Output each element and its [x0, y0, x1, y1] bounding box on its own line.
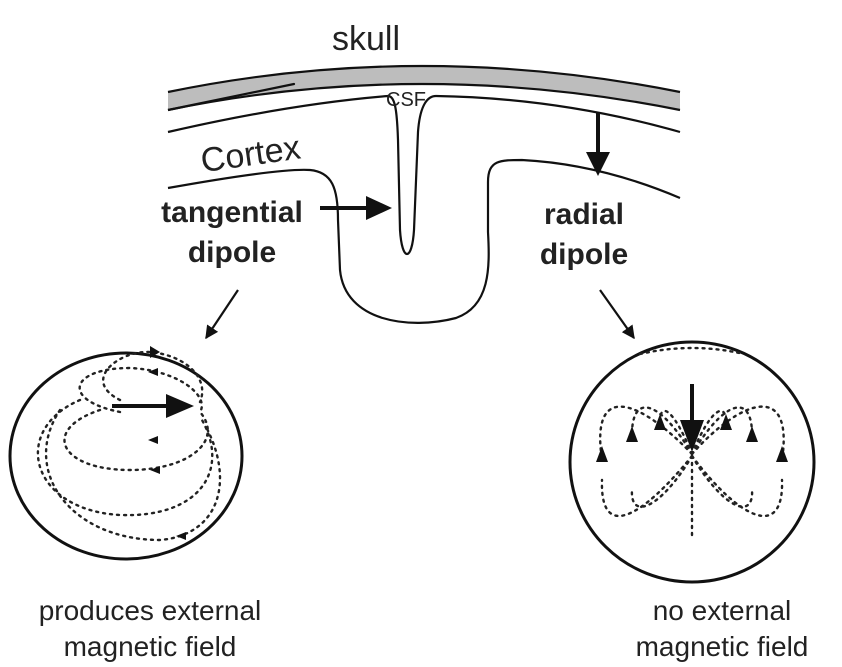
radial-dipole-arrow — [586, 112, 610, 176]
right-caption-line1: no external — [653, 595, 792, 626]
left-caption-line2: magnetic field — [64, 631, 237, 662]
radial-label-line2: dipole — [540, 238, 628, 271]
tangential-sphere — [10, 346, 242, 559]
tangential-label-line2: dipole — [188, 236, 276, 269]
right-pointer-arrow — [600, 290, 634, 338]
radial-sphere — [570, 342, 814, 582]
tangential-label-line1: tangential — [161, 196, 303, 229]
tangential-dipole-arrow — [320, 196, 392, 220]
left-pointer-arrow — [206, 290, 238, 338]
skull-label: skull — [332, 20, 400, 58]
radial-label-line1: radial — [544, 198, 624, 231]
csf-label: CSF — [386, 89, 426, 111]
cortex-label: Cortex — [198, 129, 302, 181]
right-caption-line2: magnetic field — [636, 631, 809, 662]
left-caption-line1: produces external — [39, 595, 262, 626]
